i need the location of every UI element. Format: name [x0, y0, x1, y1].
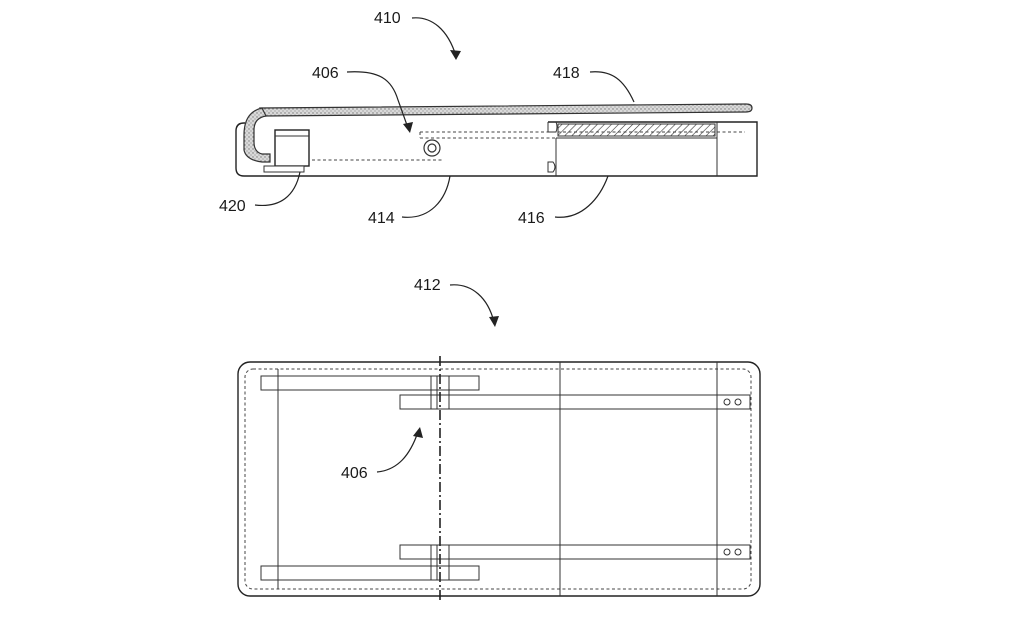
leader-414: [402, 176, 450, 217]
leader-406-top: [347, 72, 408, 128]
leader-418: [590, 72, 634, 102]
plan-housing-dashed: [245, 369, 751, 589]
hatched-panel: [558, 124, 715, 136]
leader-412: [450, 285, 494, 322]
screw-bottom-b: [735, 549, 741, 555]
pivot-inner: [428, 144, 436, 152]
sliding-bar-bottom: [400, 545, 750, 559]
label-420: 420: [219, 198, 246, 215]
hinge-block: [275, 130, 309, 166]
arrowhead-410: [450, 50, 461, 60]
fixed-bar-top: [261, 376, 479, 390]
plan-view: 412 406: [238, 277, 760, 600]
leader-416: [555, 176, 608, 217]
plan-housing-outer: [238, 362, 760, 596]
fixed-bar-bottom: [261, 566, 479, 580]
label-406-top: 406: [312, 65, 339, 82]
label-410: 410: [374, 10, 401, 27]
arrowhead-406-bottom: [413, 427, 423, 438]
leader-406-bottom: [377, 432, 418, 472]
label-412: 412: [414, 277, 441, 294]
sliding-bar-top: [400, 395, 750, 409]
latch-upper: [548, 122, 557, 132]
label-418: 418: [553, 65, 580, 82]
side-view: 410 406 418: [219, 10, 757, 227]
arrowhead-406-top: [403, 122, 413, 133]
screw-bottom-a: [724, 549, 730, 555]
arrowhead-412: [489, 316, 499, 327]
label-406-bottom: 406: [341, 465, 368, 482]
screw-top-b: [735, 399, 741, 405]
cover-plate: [260, 104, 752, 116]
latch-lower: [548, 162, 555, 172]
hinge-curve: [244, 108, 270, 162]
foot-pad: [264, 166, 304, 172]
screw-top-a: [724, 399, 730, 405]
label-416: 416: [518, 210, 545, 227]
leader-420: [255, 172, 300, 205]
leader-410: [412, 18, 456, 56]
label-414: 414: [368, 210, 395, 227]
